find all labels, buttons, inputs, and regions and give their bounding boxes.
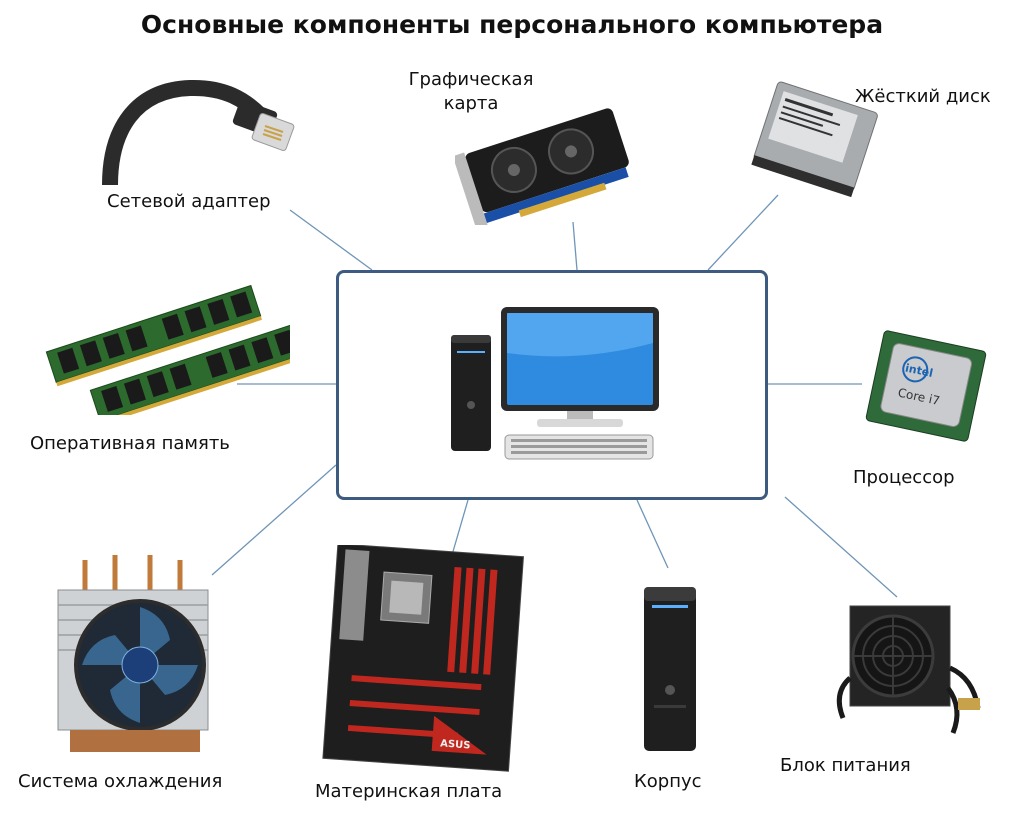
cooler-label: Система охлаждения [18,771,223,792]
central-computer-box [336,270,768,500]
ram-label: Оперативная память [30,433,230,454]
gpu-label-line1: Графическая [408,69,534,90]
graphics-card-icon [455,108,629,225]
cooling-system-icon [57,555,209,752]
ram-modules-icon [45,284,290,415]
psu-label: Блок питания [780,755,911,776]
connector-cooler [211,464,337,576]
cpu-label: Процессор [853,467,955,488]
cpu-brand-text: intel [904,361,934,380]
desktop-computer-icon [451,307,659,460]
connector-case [636,499,669,569]
motherboard-icon: ASUS [322,545,524,772]
network-cable-icon [102,79,295,185]
gpu-label: Графическая карта [400,68,542,116]
power-supply-icon [836,605,981,734]
hdd-label: Жёсткий диск [855,86,991,107]
connector-network [289,209,373,271]
connector-hdd [707,194,779,271]
page-title: Основные компоненты персонального компью… [140,10,884,39]
pc-case-icon [644,587,696,751]
processor-icon: intel Core i7 [865,330,987,442]
case-label: Корпус [634,771,702,792]
network-adapter-label: Сетевой адаптер [107,191,271,212]
hard-drive-icon [751,81,878,198]
connector-motherboard [451,499,469,556]
motherboard-brand-text: ASUS [440,738,471,751]
connector-psu [784,496,898,598]
motherboard-label: Материнская плата [315,781,503,802]
connector-gpu [572,221,578,271]
gpu-label-line2: карта [443,93,499,114]
